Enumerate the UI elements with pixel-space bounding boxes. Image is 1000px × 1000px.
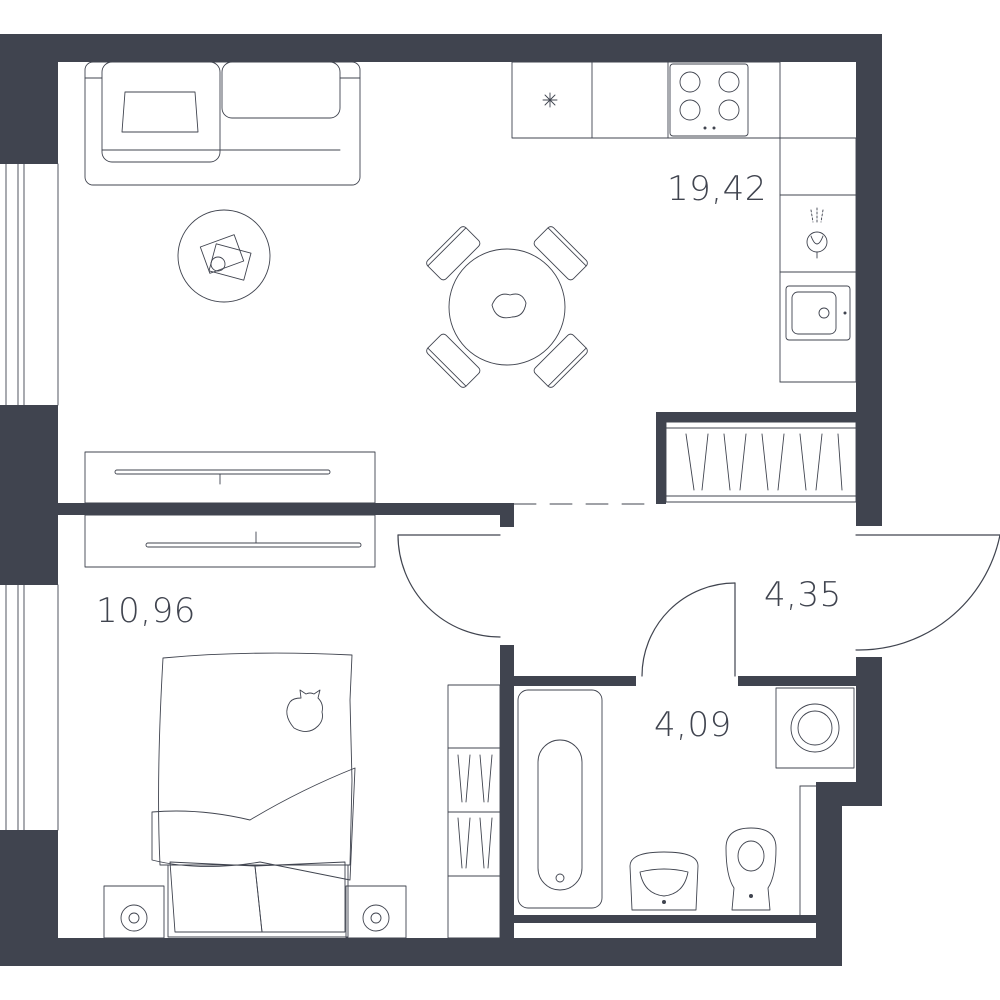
- kitchen: [511, 61, 857, 503]
- walls: [0, 34, 882, 966]
- sink-icon: [785, 207, 851, 341]
- room-area-hallway: 4,35: [764, 575, 842, 615]
- closet-icon: [665, 421, 857, 503]
- room-area-living-kitchen: 19,42: [667, 169, 767, 209]
- toilet-icon: [725, 827, 777, 911]
- coffee-table-icon: [177, 209, 271, 303]
- dining-table-icon: [426, 226, 588, 388]
- washing-machine-icon: [775, 687, 855, 769]
- window-icon: [5, 163, 59, 831]
- fridge-icon: [542, 92, 558, 108]
- sofa-icon: [84, 61, 361, 186]
- room-area-bathroom: 4,09: [654, 705, 732, 745]
- bed-icon: [151, 652, 356, 938]
- stove-icon: [669, 63, 749, 137]
- wardrobe-icon: [447, 684, 501, 939]
- tv-stand-icon: [84, 451, 376, 568]
- bathtub-icon: [517, 689, 603, 909]
- door-icon: [397, 503, 1000, 677]
- nightstand-icon: [103, 885, 407, 939]
- washbasin-icon: [629, 851, 699, 911]
- room-area-bedroom: 10,96: [96, 591, 196, 631]
